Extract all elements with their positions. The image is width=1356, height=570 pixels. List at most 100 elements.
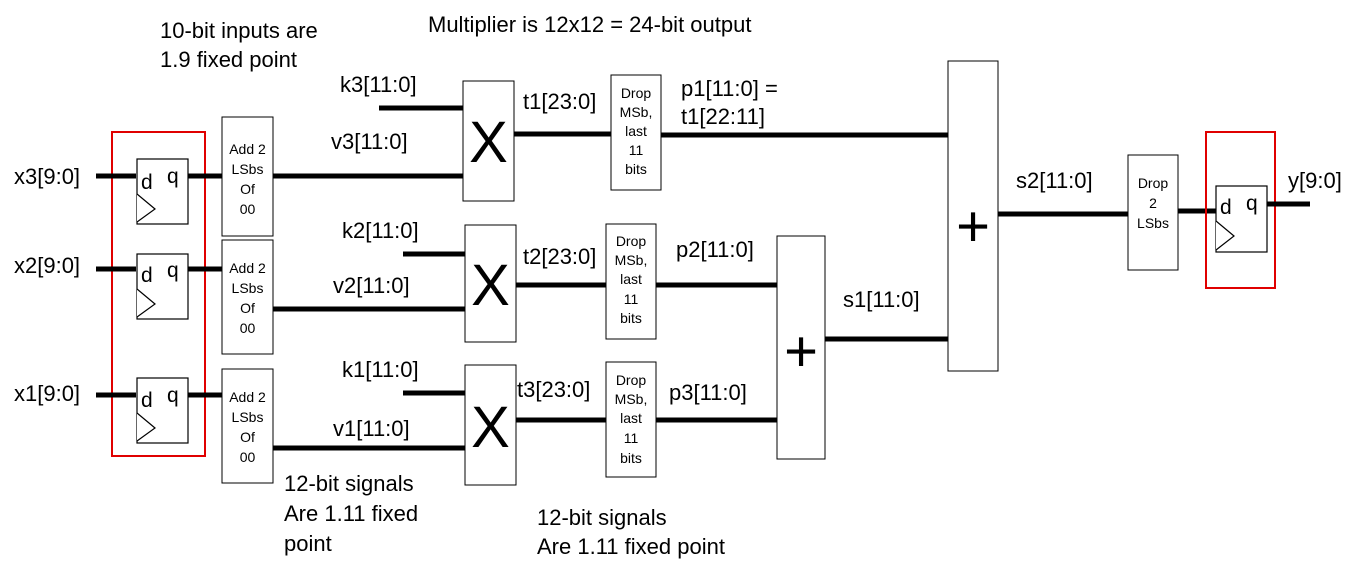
final-drop-line1: Drop bbox=[1138, 175, 1169, 191]
product-label-p3: p3[11:0] bbox=[669, 380, 747, 405]
drop-block-2-line1: Drop bbox=[616, 233, 647, 249]
signal-label-v1: v1[11:0] bbox=[333, 416, 410, 441]
flipflop-output: d q bbox=[1215, 185, 1268, 253]
product-label-t2: t2[23:0] bbox=[523, 244, 596, 269]
signals-note-a-line1: 12-bit signals bbox=[284, 471, 414, 496]
input-format-note-line2: 1.9 fixed point bbox=[160, 47, 297, 72]
output-register-outline bbox=[1205, 131, 1276, 289]
flipflop-output-q: q bbox=[1246, 192, 1258, 215]
multiply-icon: X bbox=[469, 110, 508, 175]
drop-block-1: Drop MSb, last 11 bits bbox=[610, 74, 662, 191]
multiplier-1-body bbox=[462, 80, 515, 202]
drop-block-1-line3: last bbox=[625, 123, 647, 139]
pad-block-1: Add 2 LSbs Of 00 bbox=[221, 368, 274, 484]
pad-block-3-line3: Of bbox=[240, 181, 255, 197]
coefficient-label-k2: k2[11:0] bbox=[342, 218, 419, 243]
flipflop-output-d: d bbox=[1220, 196, 1232, 219]
signal-label-v3: v3[11:0] bbox=[331, 129, 408, 154]
pad-block-3-body bbox=[221, 116, 274, 237]
input-label-x1: x1[9:0] bbox=[14, 381, 80, 406]
drop-block-1-line5: bits bbox=[625, 161, 647, 177]
sum-label-s1: s1[11:0] bbox=[843, 287, 920, 312]
coefficient-label-k3: k3[11:0] bbox=[340, 72, 417, 97]
drop-block-2-line3: last bbox=[620, 271, 642, 287]
flipflop-x3-d: d bbox=[141, 171, 153, 194]
input-label-x2: x2[9:0] bbox=[14, 253, 80, 278]
adder-2: + bbox=[947, 60, 999, 372]
drop-block-1-line2: MSb, bbox=[620, 104, 653, 120]
flipflop-x1: d q bbox=[136, 377, 189, 444]
final-drop-line2: 2 bbox=[1149, 195, 1157, 211]
drop-block-2-line5: bits bbox=[620, 310, 642, 326]
pad-block-3-line1: Add 2 bbox=[229, 141, 266, 157]
drop-block-1-line4: 11 bbox=[629, 142, 644, 158]
flipflop-x3-q: q bbox=[167, 165, 179, 188]
multiplier-3: X bbox=[464, 364, 517, 486]
flipflop-x1-q: q bbox=[167, 384, 179, 407]
flipflop-x2-q: q bbox=[167, 259, 179, 282]
clock-icon bbox=[136, 193, 156, 223]
adder-2-body bbox=[947, 60, 999, 372]
final-drop-block-body bbox=[1127, 154, 1179, 271]
drop-block-3-line3: last bbox=[620, 410, 642, 426]
pad-block-1-line2: LSbs bbox=[232, 409, 264, 425]
flipflop-x2-d: d bbox=[141, 264, 153, 287]
adder-1: + bbox=[776, 235, 826, 460]
flipflop-x1-d: d bbox=[141, 389, 153, 412]
clock-icon bbox=[1215, 220, 1235, 251]
clock-icon bbox=[136, 288, 156, 318]
drop-block-2: Drop MSb, last 11 bits bbox=[605, 223, 657, 340]
pad-block-1-line4: 00 bbox=[240, 449, 256, 465]
drop-block-1-line1: Drop bbox=[621, 85, 652, 101]
drop-block-2-body bbox=[605, 223, 657, 340]
multiplier-2: X bbox=[464, 224, 517, 343]
clock-icon bbox=[136, 412, 156, 442]
signal-label-v2: v2[11:0] bbox=[333, 273, 410, 298]
plus-icon: + bbox=[956, 194, 990, 259]
multiply-icon: X bbox=[471, 395, 510, 460]
drop-block-2-line4: 11 bbox=[624, 291, 639, 307]
drop-block-3-line1: Drop bbox=[616, 372, 647, 388]
multiplier-1: X bbox=[462, 80, 515, 202]
pad-block-3-line2: LSbs bbox=[232, 161, 264, 177]
pad-block-1-body bbox=[221, 368, 274, 484]
multiplier-note: Multiplier is 12x12 = 24-bit output bbox=[428, 12, 751, 37]
multiplier-2-body bbox=[464, 224, 517, 343]
drop-block-3: Drop MSb, last 11 bits bbox=[605, 361, 657, 478]
drop-block-3-line5: bits bbox=[620, 450, 642, 466]
output-label-y: y[9:0] bbox=[1288, 168, 1342, 193]
pad-block-2-line4: 00 bbox=[240, 320, 256, 336]
signals-note-b-line2: Are 1.11 fixed point bbox=[537, 534, 725, 559]
pad-block-3-line4: 00 bbox=[240, 201, 256, 217]
flipflop-x2: d q bbox=[136, 253, 189, 320]
adder-1-body bbox=[776, 235, 826, 460]
input-format-note-line1: 10-bit inputs are bbox=[160, 18, 318, 43]
final-drop-block: Drop 2 LSbs bbox=[1127, 154, 1179, 271]
multiply-icon: X bbox=[471, 253, 510, 318]
pad-block-2-line3: Of bbox=[240, 300, 255, 316]
signals-note-b-line1: 12-bit signals bbox=[537, 505, 667, 530]
input-label-x3: x3[9:0] bbox=[14, 164, 80, 189]
product-label-p1-line1: p1[11:0] = bbox=[681, 76, 778, 101]
drop-block-2-line2: MSb, bbox=[615, 252, 648, 268]
drop-block-3-line4: 11 bbox=[624, 430, 639, 446]
pad-block-2-line2: LSbs bbox=[232, 280, 264, 296]
input-register-outline bbox=[111, 131, 206, 457]
coefficient-label-k1: k1[11:0] bbox=[342, 357, 419, 382]
pad-block-1-line1: Add 2 bbox=[229, 389, 266, 405]
multiplier-3-body bbox=[464, 364, 517, 486]
product-label-t3: t3[23:0] bbox=[517, 377, 590, 402]
flipflop-x3: d q bbox=[136, 158, 189, 225]
pad-block-2-line1: Add 2 bbox=[229, 260, 266, 276]
sum-label-s2: s2[11:0] bbox=[1016, 168, 1093, 193]
product-label-p2: p2[11:0] bbox=[676, 237, 754, 262]
pad-block-3: Add 2 LSbs Of 00 bbox=[221, 116, 274, 237]
pad-block-2-body bbox=[221, 239, 274, 355]
product-label-t1: t1[23:0] bbox=[523, 89, 596, 114]
pad-block-2: Add 2 LSbs Of 00 bbox=[221, 239, 274, 355]
plus-icon: + bbox=[784, 319, 818, 384]
drop-block-3-line2: MSb, bbox=[615, 391, 648, 407]
pad-block-1-line3: Of bbox=[240, 429, 255, 445]
product-label-p1-line2: t1[22:11] bbox=[681, 104, 765, 129]
